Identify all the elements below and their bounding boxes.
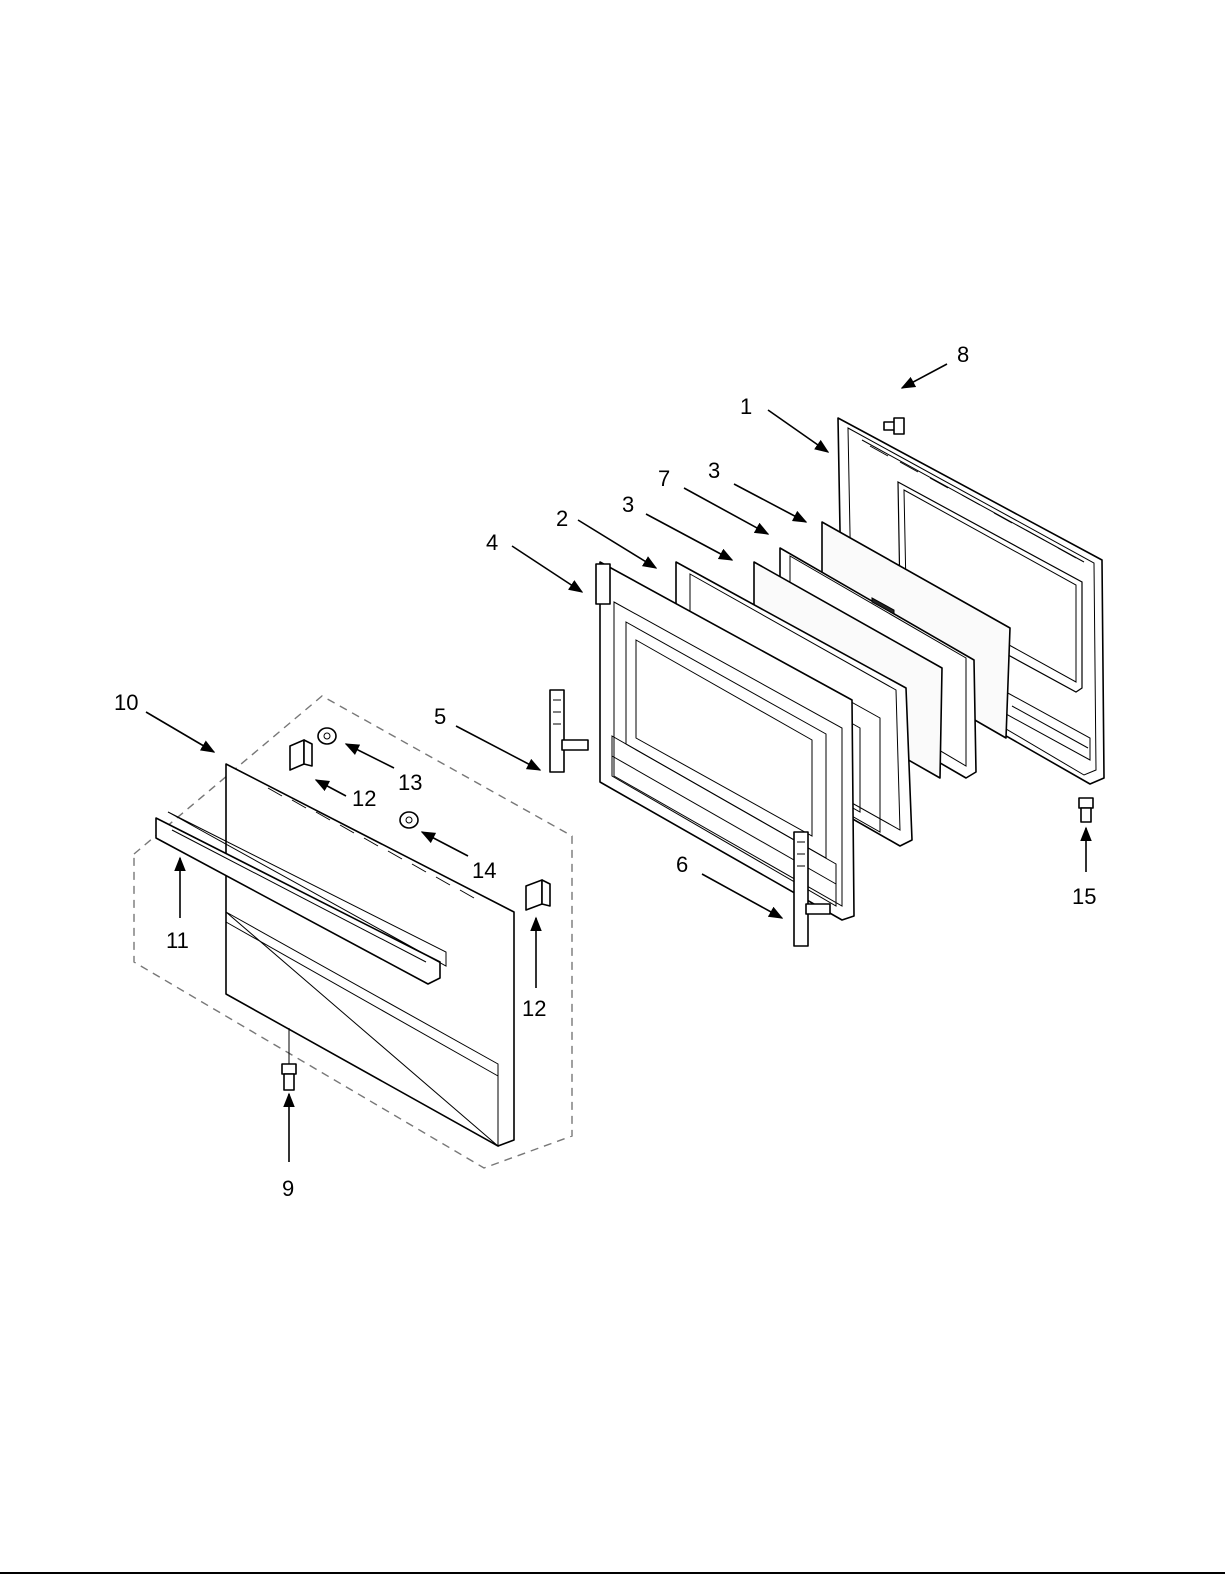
callout-5: 5 [434, 704, 446, 729]
callout-6: 6 [676, 852, 688, 877]
callout-3-front: 3 [622, 492, 634, 517]
callout-12-right: 12 [522, 996, 546, 1021]
footer-rule [0, 1572, 1225, 1574]
callout-8: 8 [957, 342, 969, 367]
screw-right [1079, 798, 1093, 822]
hinge-left [550, 690, 588, 772]
callout-4: 4 [486, 530, 498, 555]
callout-2: 2 [556, 506, 568, 531]
callout-14: 14 [472, 858, 496, 883]
nut-14 [400, 812, 418, 828]
bracket-left [290, 740, 312, 770]
callout-3-rear: 3 [708, 458, 720, 483]
door-front-panel [226, 764, 514, 1146]
callout-10: 10 [114, 690, 138, 715]
callout-1: 1 [740, 394, 752, 419]
callout-9: 9 [282, 1176, 294, 1201]
callout-15: 15 [1072, 884, 1096, 909]
bracket-right [526, 880, 550, 910]
screw-bottom [282, 1028, 296, 1090]
nut-13 [318, 728, 336, 744]
callout-13: 13 [398, 770, 422, 795]
screw-top [884, 418, 904, 434]
callout-12-left: 12 [352, 786, 376, 811]
callout-7: 7 [658, 466, 670, 491]
callout-11: 11 [166, 928, 189, 953]
